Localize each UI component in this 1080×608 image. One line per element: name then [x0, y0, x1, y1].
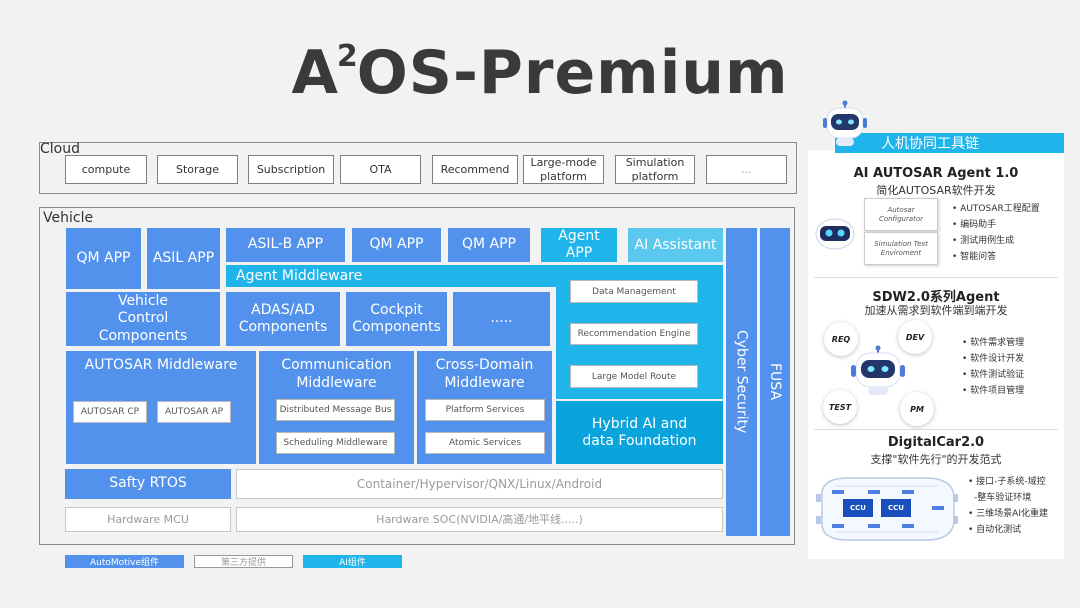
atomic-services: Atomic Services: [425, 432, 545, 454]
hardware-mcu: Hardware MCU: [65, 507, 231, 532]
cockpit-components: Cockpit Components: [346, 292, 447, 346]
ccu-2: CCU: [881, 499, 911, 517]
ccu-1: CCU: [843, 499, 873, 517]
s3-subtitle: 支撑"软件先行"的开发范式: [870, 453, 1002, 466]
cloud-compute: compute: [65, 155, 147, 184]
legend-ai: AI组件: [303, 555, 402, 568]
page-title: A2OS-Premium: [291, 38, 789, 108]
s3-bullets: • 接口-子系统-域控 -整车验证环境 • 三维场景AI化重建 • 自动化测试: [968, 474, 1062, 538]
robot-center-icon: [851, 345, 905, 395]
s1-bullets: • AUTOSAR工程配置 • 编码助手 • 测试用例生成 • 智能问答: [952, 201, 1060, 265]
agent-app: Agent APP: [541, 228, 617, 262]
s2-bullet-3: • 软件测试验证: [962, 370, 1025, 380]
asil-app: ASIL APP: [147, 228, 220, 289]
s3-bullet-1: • 接口-子系统-域控: [968, 477, 1046, 487]
recommendation-engine: Recommendation Engine: [570, 323, 698, 345]
cloud-subscription: Subscription: [248, 155, 334, 184]
s1-title: AI AUTOSAR Agent 1.0: [853, 166, 1019, 181]
s2-title: SDW2.0系列Agent: [872, 290, 1000, 305]
s2-bullets: • 软件需求管理 • 软件设计开发 • 软件测试验证 • 软件项目管理: [962, 335, 1060, 399]
qm-app-1: QM APP: [66, 228, 141, 289]
hardware-soc: Hardware SOC(NVIDIA/高通/地平线.....): [236, 507, 723, 532]
cloud-recommend: Recommend: [432, 155, 518, 184]
legend-third-party: 第三方提供: [194, 555, 293, 568]
robot-mascot-icon: [823, 100, 867, 146]
communication-middleware-title: Communication Middleware: [281, 357, 392, 391]
autosar-configurator-card: Autosar Configurator: [864, 198, 938, 231]
cloud-ota: OTA: [340, 155, 421, 184]
vehicle-control-components: Vehicle Control Components: [66, 292, 220, 346]
pm-bubble: PM: [900, 392, 934, 426]
safety-rtos: Safty RTOS: [65, 469, 231, 499]
platform-services: Platform Services: [425, 399, 545, 421]
distributed-message-bus: Distributed Message Bus: [276, 399, 395, 421]
cyber-security: Cyber Security: [726, 228, 757, 536]
s2-bullet-2: • 软件设计开发: [962, 354, 1025, 364]
simulation-test-card: Simulation Test Enviroment: [864, 232, 938, 265]
hybrid-ai-label: Hybrid AI and data Foundation: [582, 415, 697, 449]
req-bubble: REQ: [824, 322, 858, 356]
s2-subtitle: 加速从需求到软件端到端开发: [864, 304, 1008, 317]
more-components: .....: [453, 292, 550, 346]
adas-ad-components: ADAS/AD Components: [226, 292, 340, 346]
dev-bubble: DEV: [898, 320, 932, 354]
cloud-simulation-platform: Simulation platform: [615, 155, 695, 184]
s1-bullet-1: • AUTOSAR工程配置: [952, 204, 1040, 214]
s2-bullet-1: • 软件需求管理: [962, 338, 1025, 348]
s3-bullet-3: • 三维场景AI化重建: [968, 509, 1048, 519]
container-hypervisor: Container/Hypervisor/QNX/Linux/Android: [236, 469, 723, 499]
s1-bullet-3: • 测试用例生成: [952, 236, 1015, 246]
autosar-ap: AUTOSAR AP: [157, 401, 231, 423]
cross-domain-middleware-title: Cross-Domain Middleware: [435, 357, 534, 391]
s1-bullet-2: • 编码助手: [952, 220, 997, 230]
fusa: FUSA: [760, 228, 790, 536]
asil-b-app: ASIL-B APP: [226, 228, 345, 262]
cloud-storage: Storage: [157, 155, 238, 184]
s3-title: DigitalCar2.0: [887, 435, 985, 450]
toolchain-header: 人机协同工具链: [835, 133, 1064, 153]
large-model-route: Large Model Route: [570, 365, 698, 388]
legend-automotive: AutoMotive组件: [65, 555, 184, 568]
test-bubble: TEST: [823, 390, 857, 424]
vehicle-label: Vehicle: [43, 210, 94, 226]
autosar-middleware-title: AUTOSAR Middleware: [84, 357, 238, 373]
s1-subtitle: 简化AUTOSAR软件开发: [876, 184, 996, 197]
divider-2: [814, 429, 1058, 430]
data-management: Data Management: [570, 280, 698, 303]
autosar-cp: AUTOSAR CP: [73, 401, 147, 423]
divider-1: [814, 277, 1058, 278]
qm-app-3: QM APP: [448, 228, 530, 262]
ai-assistant: AI Assistant: [628, 228, 723, 262]
vr-headset-icon: [815, 218, 855, 250]
cloud-large-mode-platform: Large-mode platform: [523, 155, 604, 184]
scheduling-middleware: Scheduling Middleware: [276, 432, 395, 454]
s3-bullet-4: • 自动化测试: [968, 525, 1022, 535]
qm-app-2: QM APP: [352, 228, 441, 262]
s3-bullet-2: -整车验证环境: [974, 493, 1032, 503]
s1-bullet-4: • 智能问答: [952, 252, 997, 262]
s2-bullet-4: • 软件项目管理: [962, 386, 1025, 396]
cloud-label: Cloud: [40, 141, 80, 157]
cloud-more: ...: [706, 155, 787, 184]
hybrid-ai-foundation: Hybrid AI and data Foundation: [556, 401, 723, 464]
